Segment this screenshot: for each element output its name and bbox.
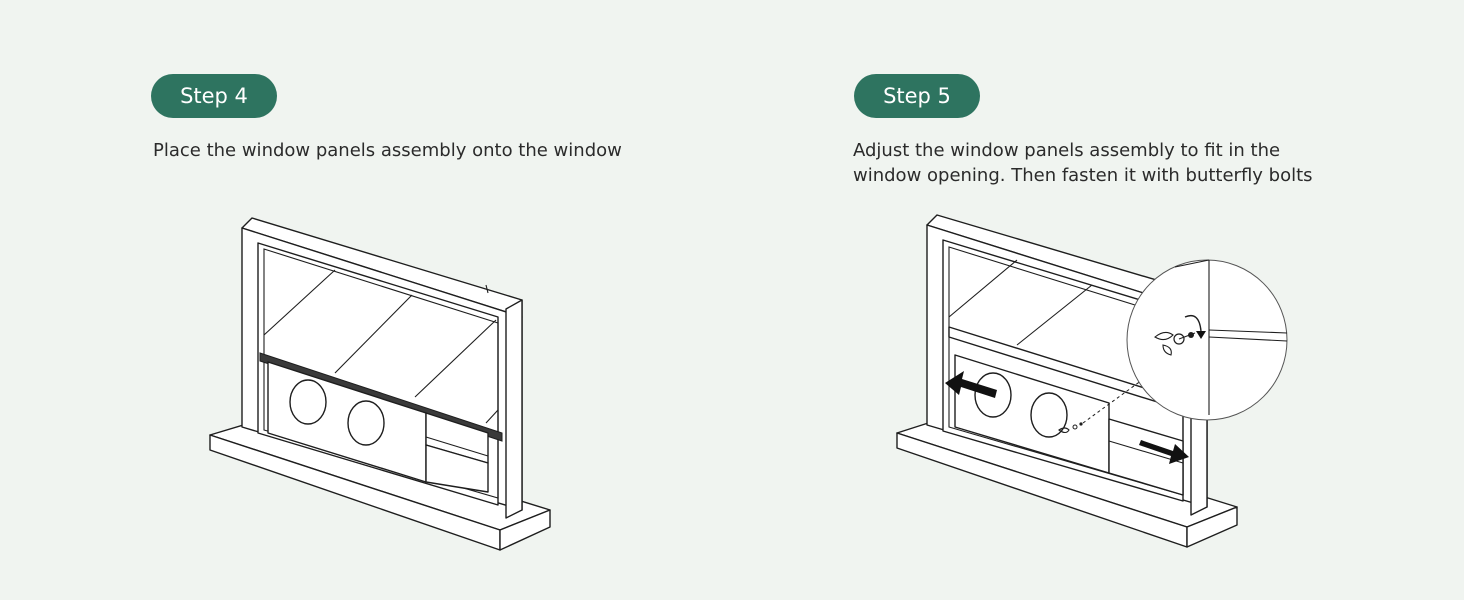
window-sill (896, 416, 1238, 548)
window-panels-placement-illustration (209, 217, 551, 551)
detail-magnifier (1126, 259, 1288, 421)
window-glass (263, 269, 499, 424)
window-panels-assembly (267, 361, 489, 493)
slide-right-arrow (1139, 440, 1189, 464)
vent-hole (1030, 392, 1068, 438)
window-glass (948, 259, 1093, 346)
step-5-description: Adjust the window panels assembly to fit… (853, 140, 1313, 186)
slide-left-arrow (945, 371, 997, 398)
vent-hole (289, 379, 327, 425)
vent-hole (347, 400, 385, 446)
step-5-section: Step 5 Adjust the window panels assembly… (732, 0, 1464, 600)
step-5-badge: Step 5 (854, 74, 980, 118)
window-panels-assembly (954, 354, 1184, 496)
step-4-badge: Step 4 (151, 74, 277, 118)
step-4-description: Place the window panels assembly onto th… (153, 140, 622, 161)
vent-hole (974, 372, 1012, 418)
panel-adjustment-illustration (896, 214, 1288, 548)
butterfly-bolt-icon (1154, 331, 1196, 356)
rotate-arrow-icon (1184, 314, 1206, 339)
window-sill (209, 419, 551, 551)
step-4-section: Step 4 Place the window panels assembly … (151, 74, 622, 551)
butterfly-bolt-icon (1058, 422, 1083, 434)
